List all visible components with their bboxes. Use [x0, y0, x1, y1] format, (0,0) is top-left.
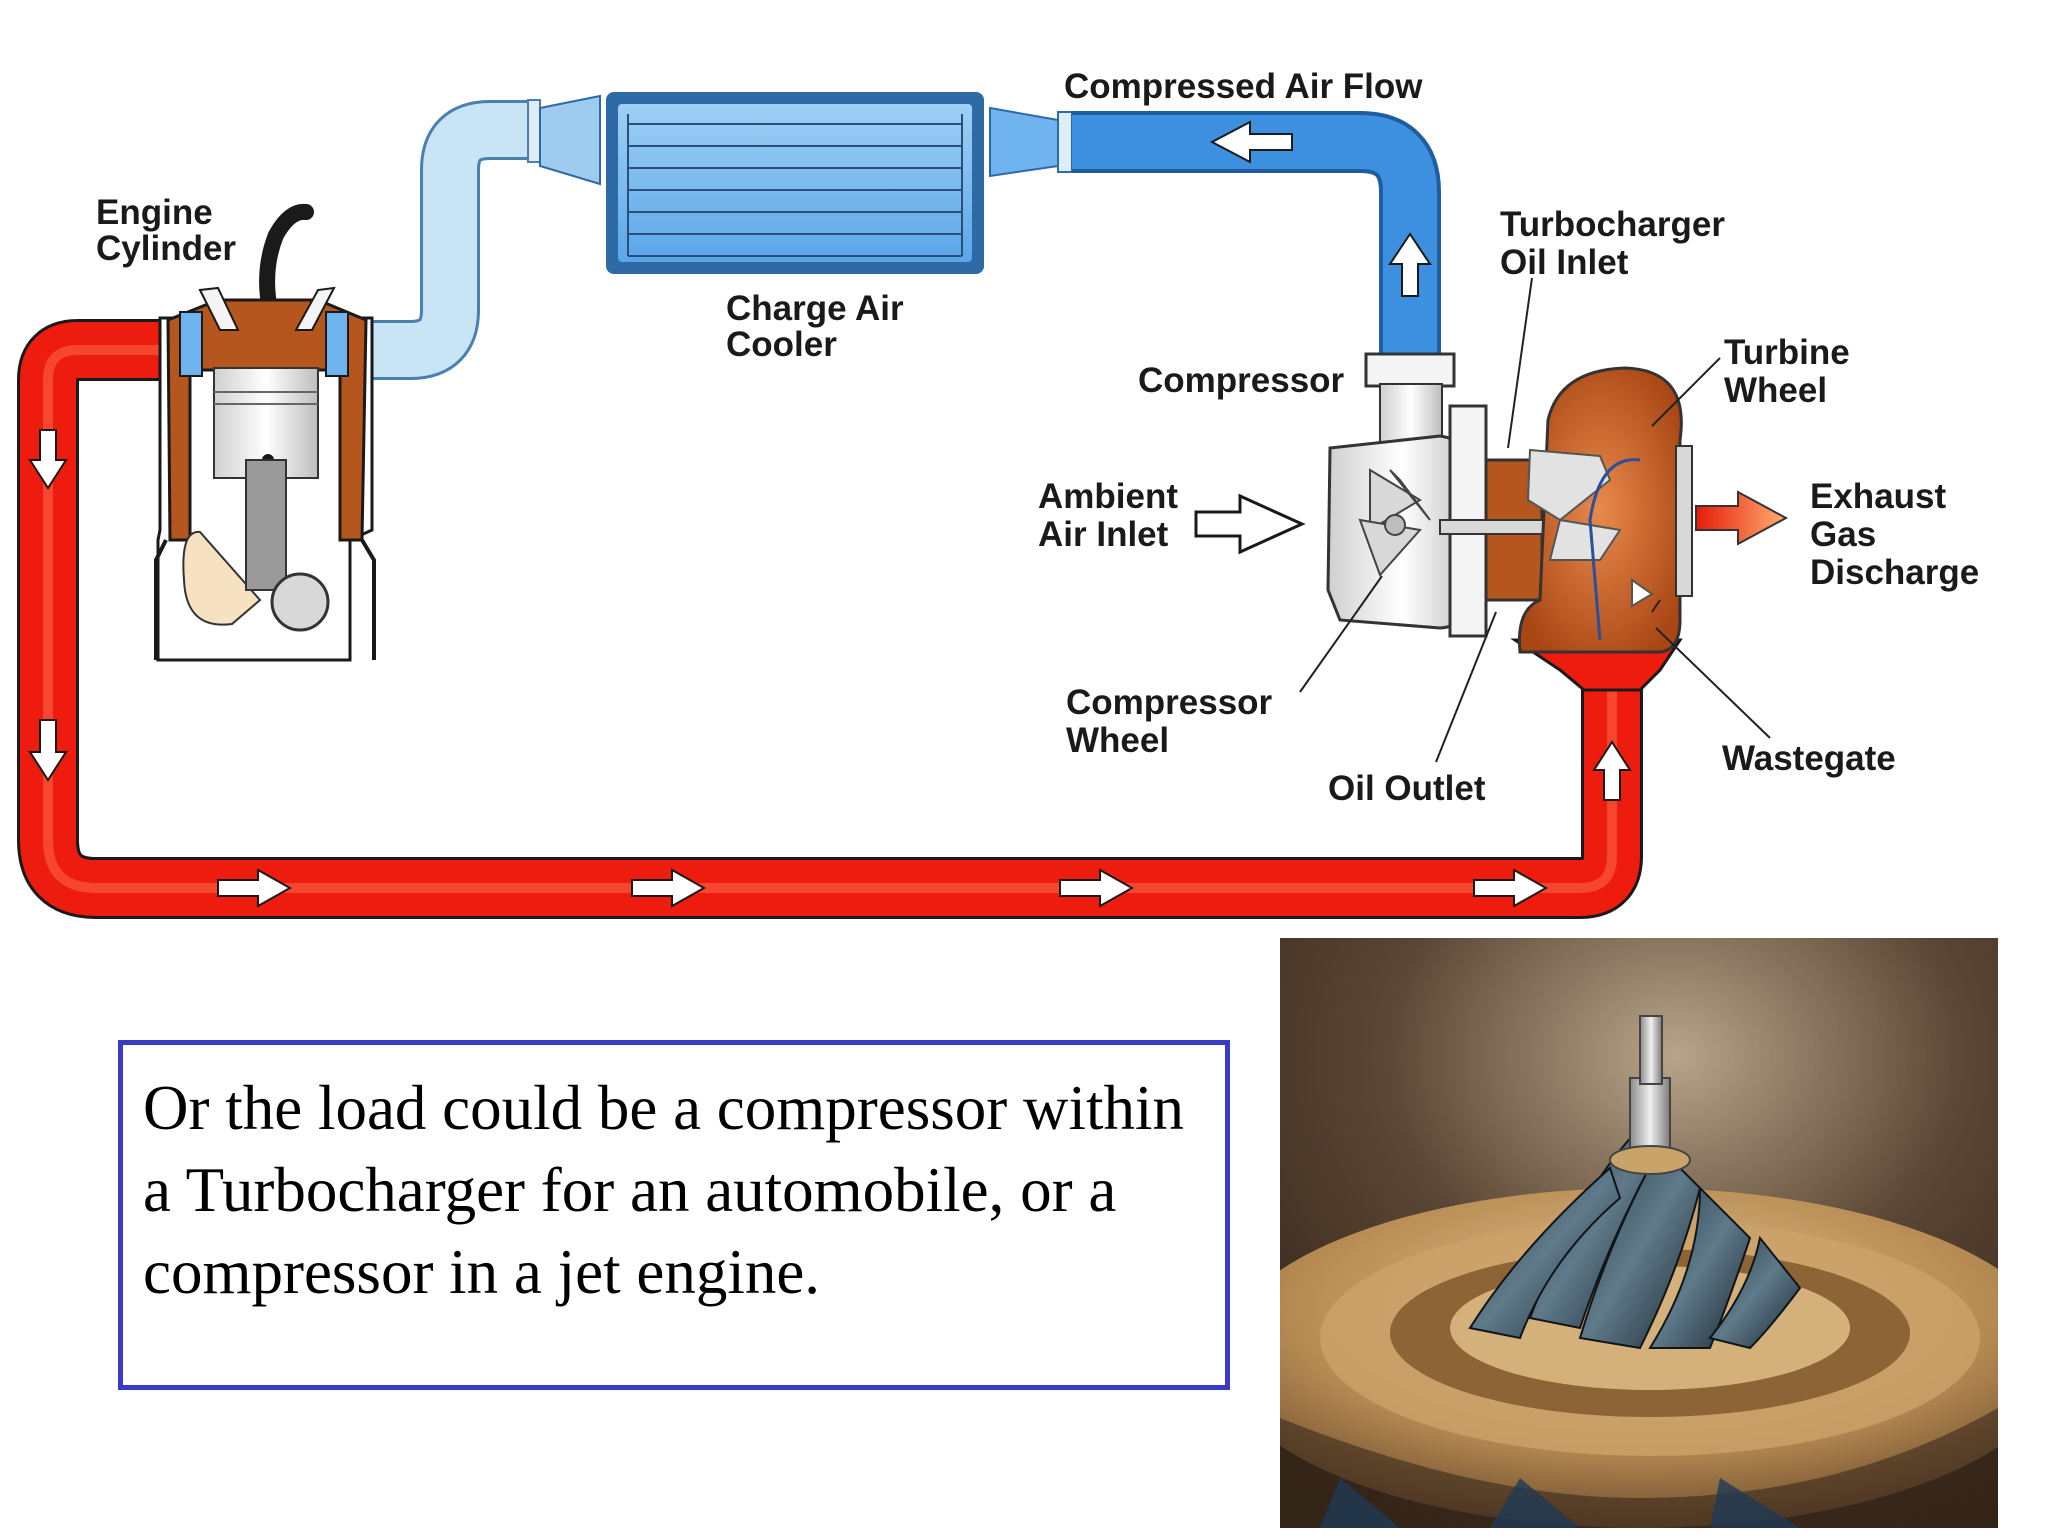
- compressor-wheel-photo: [1280, 938, 1998, 1528]
- label-turbo-oil-inlet-1: Turbocharger: [1500, 205, 1725, 244]
- exhaust-discharge-arrow: [1695, 490, 1789, 546]
- label-ambient-air-inlet-1: Ambient: [1038, 477, 1178, 516]
- label-oil-outlet: Oil Outlet: [1328, 769, 1486, 808]
- turbocharger-diagram: Engine Cylinder Compressed Air Flow Char…: [17, 67, 1979, 919]
- turbine-wheel: [1526, 448, 1622, 561]
- label-engine-cylinder-1: Engine: [96, 193, 213, 232]
- label-charge-air-cooler-2: Cooler: [726, 325, 837, 364]
- label-compressor: Compressor: [1138, 361, 1345, 400]
- label-turbine-wheel-2: Wheel: [1724, 371, 1827, 410]
- turbine-housing: [1517, 366, 1693, 654]
- label-exhaust-1: Exhaust: [1810, 477, 1946, 516]
- label-turbine-wheel-1: Turbine: [1724, 333, 1850, 372]
- arrow-up-icon: [1592, 740, 1632, 801]
- label-turbo-oil-inlet-2: Oil Inlet: [1500, 243, 1629, 282]
- caption-box: Or the load could be a compressor within…: [118, 1040, 1230, 1390]
- label-exhaust-3: Discharge: [1810, 553, 1979, 592]
- leader-lines: [1299, 277, 1771, 763]
- label-charge-air-cooler-1: Charge Air: [726, 289, 904, 328]
- arrow-right-icon: [1473, 868, 1549, 908]
- label-ambient-air-inlet-2: Air Inlet: [1038, 515, 1169, 554]
- label-engine-cylinder-2: Cylinder: [96, 229, 236, 268]
- arrow-right-icon: [1059, 868, 1135, 908]
- label-compressor-wheel-1: Compressor: [1066, 683, 1273, 722]
- arrow-down-icon: [28, 719, 68, 782]
- label-exhaust-2: Gas: [1810, 515, 1876, 554]
- arrow-up-icon: [1388, 232, 1432, 297]
- engine-cylinder: [154, 203, 376, 662]
- caption-text: Or the load could be a compressor within…: [143, 1073, 1184, 1307]
- arrow-down-icon: [28, 429, 68, 490]
- arrow-right-icon: [631, 868, 707, 908]
- compressed-air-pipe: [1072, 111, 1441, 360]
- exhaust-flow-arrows: [28, 429, 1632, 908]
- label-compressor-wheel-2: Wheel: [1066, 721, 1169, 760]
- arrow-left-icon: [1209, 120, 1293, 164]
- arrow-right-icon: [217, 868, 293, 908]
- label-compressed-air-flow: Compressed Air Flow: [1064, 67, 1423, 106]
- label-wastegate: Wastegate: [1722, 739, 1896, 778]
- charge-air-cooler: [606, 92, 984, 274]
- compressor-housing: [1326, 352, 1488, 638]
- ambient-air-arrow: [1194, 493, 1306, 555]
- compressor-wheel: [1358, 468, 1431, 577]
